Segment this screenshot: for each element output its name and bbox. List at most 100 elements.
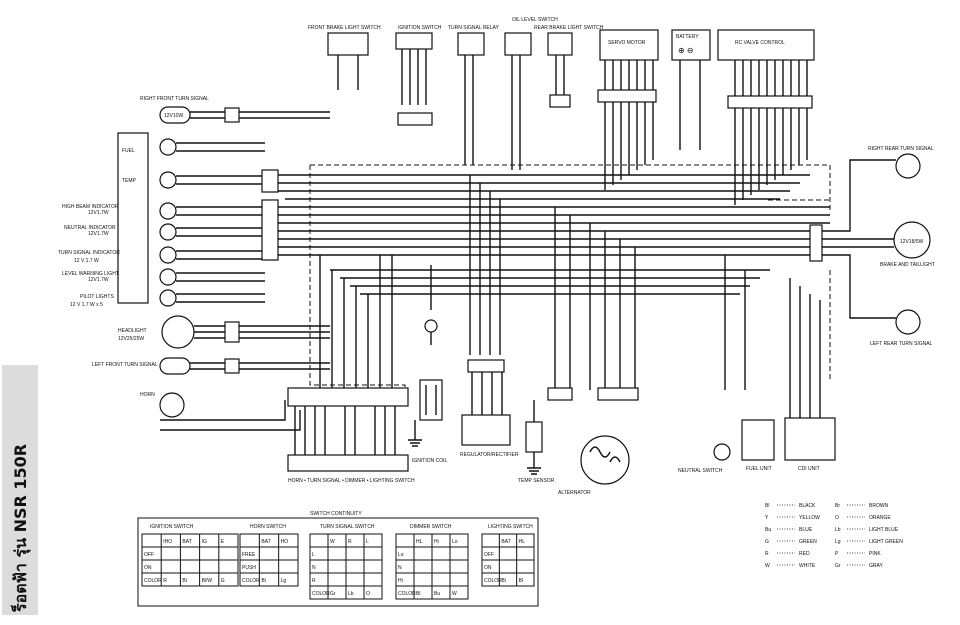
right-front-turn-label: RIGHT FRONT TURN SIGNAL [140,96,209,102]
ignition-coil-body [419,379,443,421]
connector [224,358,240,374]
legend-color-name: BROWN [869,503,889,509]
legend-code: Bu [765,527,771,533]
level-warning-label: LEVEL WARNING LIGHT [62,271,119,277]
side-title: ร็อตฟ้า รุ่น NSR 150R [9,444,31,613]
neutral-spec: 12V1.7W [88,231,109,237]
legend-color-name: ORANGE [869,515,891,521]
left-front-turn-bulb [159,357,191,375]
legend-code: Bl [765,503,769,509]
table-row-header: Lo [398,552,404,558]
ignition-table-title: IGNITION SWITCH [150,524,194,530]
rc-valve-connector [727,95,813,109]
ignition-coil: IGNITION COIL [408,265,448,464]
alternator-connector-b [597,387,639,401]
servo-motor-label: SERVO MOTOR [608,40,646,46]
alternator-label: ALTERNATOR [558,490,591,496]
headlight-connector [224,321,240,343]
headlight-icon [161,315,195,349]
temp-gauge-icon [159,171,177,189]
right-components: RIGHT REAR TURN SIGNAL 12V18/5W BRAKE AN… [809,146,935,347]
legend-code: Br [835,503,840,509]
table-col-header: Hi [434,539,439,545]
temp-sensor: TEMP SENSOR [518,400,555,484]
horn-table-title: HORN SWITCH [250,524,286,530]
meter-connector-a [261,169,279,193]
high-beam-label: HIGH BEAM INDICATOR [62,204,119,210]
table-color-cell: O [366,591,370,597]
regulator-connector [467,359,505,373]
fuel-label: FUEL [122,148,135,154]
front-brake-switch-label: FRONT BRAKE LIGHT SWITCH [308,25,381,31]
legend-color-name: YELLOW [799,515,820,521]
table-row-header: N [312,565,316,571]
left-front-turn-label: LEFT FRONT TURN SIGNAL [92,362,158,368]
alternator: ALTERNATOR [547,387,639,496]
switch-continuity-frame [137,517,539,607]
meter-panel [117,132,149,304]
table-col-header: E [221,539,225,545]
temp-label: TEMP [122,178,137,184]
table-col-header: R [348,539,352,545]
connector [224,107,240,123]
ignition-connector [397,112,433,126]
right-rear-turn-label: RIGHT REAR TURN SIGNAL [868,146,934,152]
rear-connector [809,224,823,262]
bottom-right-components: NEUTRAL SWITCH FUEL UNIT CDI UNIT [678,417,836,474]
meter-connector-b [261,199,279,261]
legend-code: Y [765,515,769,521]
handlebar-switch-label: HORN • TURN SIGNAL • DIMMER • LIGHTING S… [288,478,415,484]
left-rear-turn-bulb [895,309,921,335]
ground-icon [408,420,422,447]
headlight-label: HEADLIGHT [118,328,147,334]
table-color-cell: W [452,591,457,597]
fuel-unit-label: FUEL UNIT [746,466,772,472]
alternator-connector-a [547,387,573,401]
table-col-header: Lo [452,539,458,545]
pilot-spec: 12 V 1.7 W x 5 [70,302,103,308]
fuel-unit [741,419,775,461]
front-brake-switch [327,32,369,56]
table-col-header: BAT [182,539,191,545]
brake-tail-bulb [893,221,931,259]
table-row-header: COLOR [484,578,502,584]
legend-color-name: WHITE [799,563,816,569]
table-row-header: ON [484,565,492,571]
horn-label: HORN [140,392,155,398]
regulator-label: REGULATOR/RECTIFIER [460,452,519,458]
temp-sensor-label: TEMP SENSOR [518,478,555,484]
neutral-indicator-label: NEUTRAL INDICATOR [64,225,116,231]
table-row-header: COLOR [242,578,260,584]
table-color-cell: Lg [281,578,287,584]
table-col-header: W [330,539,335,545]
spark-plug-icon [424,319,438,333]
turn-ind-spec: 12 V 1.7 W [74,258,99,264]
level-spec: 12V1.7W [88,277,109,283]
battery-plus-icon: ⊕ ⊖ [678,46,694,55]
dimmer-table-title: DIMMER SWITCH [410,524,452,530]
high-beam-bulb-icon [159,202,177,220]
legend-code: R [765,551,769,557]
table-col-header: IHO [163,539,172,545]
legend-color-name: PINK [869,551,881,557]
legend-code: W [765,563,770,569]
legend-color-name: LIGHT BLUE [869,527,899,533]
turn-table-title: TURN SIGNAL SWITCH [320,524,375,530]
table-col-header: BAT [261,539,270,545]
harness-outline [309,164,831,395]
top-wires [337,49,813,205]
pilot-lights-label: PILOT LIGHTS [80,294,114,300]
ignition-switch-label: IGNITION SWITCH [398,25,442,31]
legend-color-name: BLACK [799,503,816,509]
neutral-bulb-icon [159,223,177,241]
brake-spec: 12V18/5W [900,239,924,245]
table-color-cell: G [221,578,225,584]
table-col-header: BAT [501,539,510,545]
left-components: RIGHT FRONT TURN SIGNAL 12V10W FUEL TEMP… [58,96,330,431]
fuel-gauge-icon [159,138,177,156]
oil-level-switch [504,32,532,56]
table-color-cell: R [163,578,167,584]
rear-brake-switch [547,32,573,56]
table-row-header: N [398,565,402,571]
